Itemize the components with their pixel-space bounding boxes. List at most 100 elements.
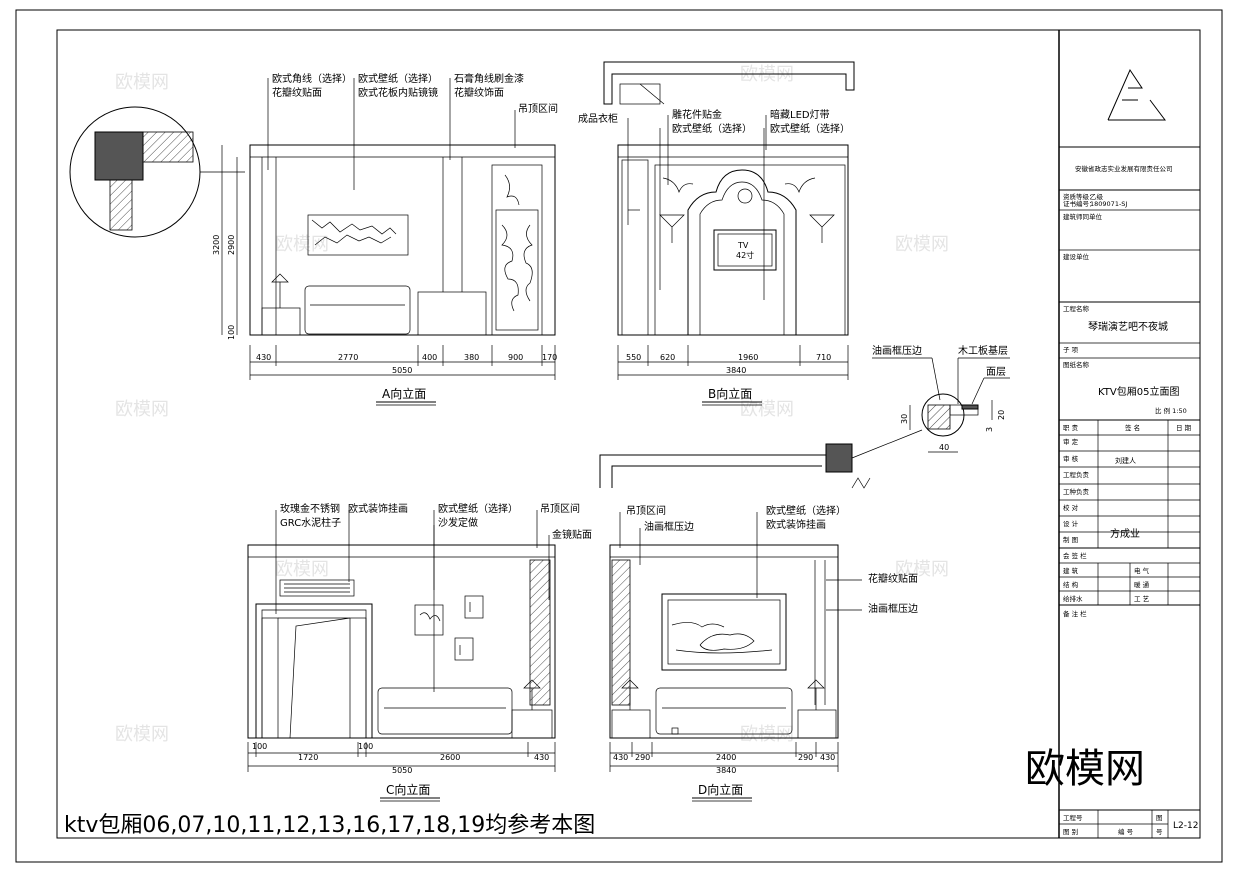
svg-text:建 筑: 建 筑 [1063,566,1079,575]
svg-text:170: 170 [542,353,557,362]
svg-text:2600: 2600 [440,753,460,762]
svg-text:3840: 3840 [726,366,746,375]
svg-text:工种负责: 工种负责 [1063,487,1090,496]
svg-text:暖 通: 暖 通 [1134,580,1150,589]
svg-text:欧式壁纸（选择）: 欧式壁纸（选择） [672,122,752,135]
elevation-d: 430 290 2400 290 430 3840 吊顶区间 油画框压边 欧式壁… [609,504,918,802]
svg-text:2770: 2770 [338,353,358,362]
svg-text:900: 900 [508,353,523,362]
svg-text:D向立面: D向立面 [698,782,743,797]
svg-text:审 核: 审 核 [1063,454,1079,463]
svg-text:图: 图 [1156,814,1163,822]
svg-text:刘建人: 刘建人 [1115,456,1136,465]
svg-text:欧模网: 欧模网 [115,72,169,93]
svg-text:乙级: 乙级 [1090,192,1104,201]
svg-text:石膏角线刷金漆: 石膏角线刷金漆 [454,72,524,85]
svg-text:审 定: 审 定 [1063,437,1079,446]
svg-text:40: 40 [939,443,949,452]
svg-text:100: 100 [252,742,267,751]
svg-text:建筑师同单位: 建筑师同单位 [1063,212,1103,221]
svg-text:方成业: 方成业 [1110,527,1140,540]
svg-text:油画框压边: 油画框压边 [868,602,918,615]
svg-text:电 气: 电 气 [1134,566,1150,575]
svg-text:工程名称: 工程名称 [1063,304,1090,313]
svg-text:吊顶区间: 吊顶区间 [518,102,558,115]
svg-text:吊顶区间: 吊顶区间 [626,504,666,517]
inner-border [56,29,1201,839]
svg-text:100: 100 [358,742,373,751]
svg-text:欧式壁纸（选择）: 欧式壁纸（选择） [770,122,850,135]
outer-border [15,9,1223,863]
svg-text:2900: 2900 [227,235,236,255]
svg-text:金镜贴面: 金镜贴面 [552,528,592,541]
svg-text:欧式壁纸（选择）: 欧式壁纸（选择） [766,504,846,517]
svg-text:1720: 1720 [298,753,318,762]
svg-text:面层: 面层 [986,366,1006,378]
elevation-a: 430 2770 400 380 900 170 5050 3200 2900 … [212,72,558,406]
svg-text:欧模网: 欧模网 [115,399,169,420]
svg-text:1809071-SJ: 1809071-SJ [1090,200,1127,208]
svg-text:欧模网: 欧模网 [895,559,949,580]
svg-text:欧式壁纸（选择）: 欧式壁纸（选择） [358,72,438,85]
svg-text:欧式角线（选择）: 欧式角线（选择） [272,72,352,85]
watermarks: 欧模网 欧模网 欧模网 欧模网 欧模网 欧模网 欧模网 欧模网 欧模网 欧模网 [115,64,949,745]
svg-text:油画框压边: 油画框压边 [644,520,694,533]
svg-text:L2-12: L2-12 [1173,821,1198,831]
svg-text:工 艺: 工 艺 [1134,595,1150,603]
svg-text:42寸: 42寸 [736,250,754,260]
svg-text:安徽省政志实业发展有限责任公司: 安徽省政志实业发展有限责任公司 [1075,164,1173,173]
svg-text:花瓣纹贴面: 花瓣纹贴面 [272,86,322,99]
svg-text:A向立面: A向立面 [382,386,426,401]
svg-text:木工板基层: 木工板基层 [958,344,1008,357]
svg-text:GRC水泥柱子: GRC水泥柱子 [280,516,341,529]
svg-text:3840: 3840 [716,766,736,775]
svg-text:吊顶区间: 吊顶区间 [540,502,580,515]
svg-text:图 别: 图 别 [1063,827,1078,836]
svg-text:欧模网: 欧模网 [895,234,949,255]
svg-text:子 项: 子 项 [1063,346,1079,354]
svg-text:欧式装饰挂画: 欧式装饰挂画 [766,518,826,531]
svg-text:会 签 栏: 会 签 栏 [1063,551,1087,560]
elevation-b: TV 42寸 550 620 1960 710 3840 成品衣柜 雕花件贴金 … [578,61,855,406]
svg-text:成品衣柜: 成品衣柜 [578,112,618,125]
svg-text:玫瑰金不锈钢: 玫瑰金不锈钢 [280,502,340,515]
svg-text:3: 3 [985,427,994,432]
svg-text:3200: 3200 [212,235,221,255]
frame-detail: 30 20 3 40 油画框压边 木工板基层 面层 [599,344,1010,489]
svg-text:400: 400 [422,353,437,362]
svg-text:290: 290 [635,753,650,762]
svg-text:380: 380 [464,353,479,362]
elevation-c: 100 1720 100 2600 430 5050 玫瑰金不锈钢 欧式装饰挂画… [247,502,592,802]
svg-text:号: 号 [1156,828,1163,836]
svg-text:欧式壁纸（选择）: 欧式壁纸（选择） [438,502,518,515]
svg-text:建设单位: 建设单位 [1063,252,1090,261]
svg-text:琴瑞演艺吧不夜城: 琴瑞演艺吧不夜城 [1088,320,1168,333]
svg-text:制 图: 制 图 [1063,535,1078,544]
svg-text:校 对: 校 对 [1063,503,1079,512]
svg-text:欧模网: 欧模网 [275,559,329,580]
svg-text:2400: 2400 [716,753,736,762]
svg-text:欧式花板内贴镜镜: 欧式花板内贴镜镜 [358,86,438,99]
svg-text:设 计: 设 计 [1063,519,1079,528]
svg-text:欧模网: 欧模网 [115,724,169,745]
corner-detail [69,106,245,238]
svg-text:签 名: 签 名 [1125,423,1140,432]
svg-text:花瓣纹贴面: 花瓣纹贴面 [868,572,918,585]
svg-text:油画框压边: 油画框压边 [872,344,922,357]
svg-text:C向立面: C向立面 [386,782,430,797]
svg-text:欧模网: 欧模网 [740,724,794,745]
svg-text:工程号: 工程号 [1063,813,1083,822]
company-logo [1107,68,1166,121]
svg-text:550: 550 [626,353,641,362]
svg-text:资质等级：: 资质等级： [1063,192,1096,201]
svg-text:290: 290 [798,753,813,762]
svg-text:暗藏LED灯带: 暗藏LED灯带 [770,108,830,121]
svg-text:欧模网: 欧模网 [275,234,329,255]
svg-text:20: 20 [997,410,1006,420]
svg-text:5050: 5050 [392,366,412,375]
svg-text:雕花件贴金: 雕花件贴金 [672,108,722,121]
svg-text:620: 620 [660,353,675,362]
svg-text:欧式装饰挂画: 欧式装饰挂画 [348,502,408,515]
svg-text:1960: 1960 [738,353,758,362]
